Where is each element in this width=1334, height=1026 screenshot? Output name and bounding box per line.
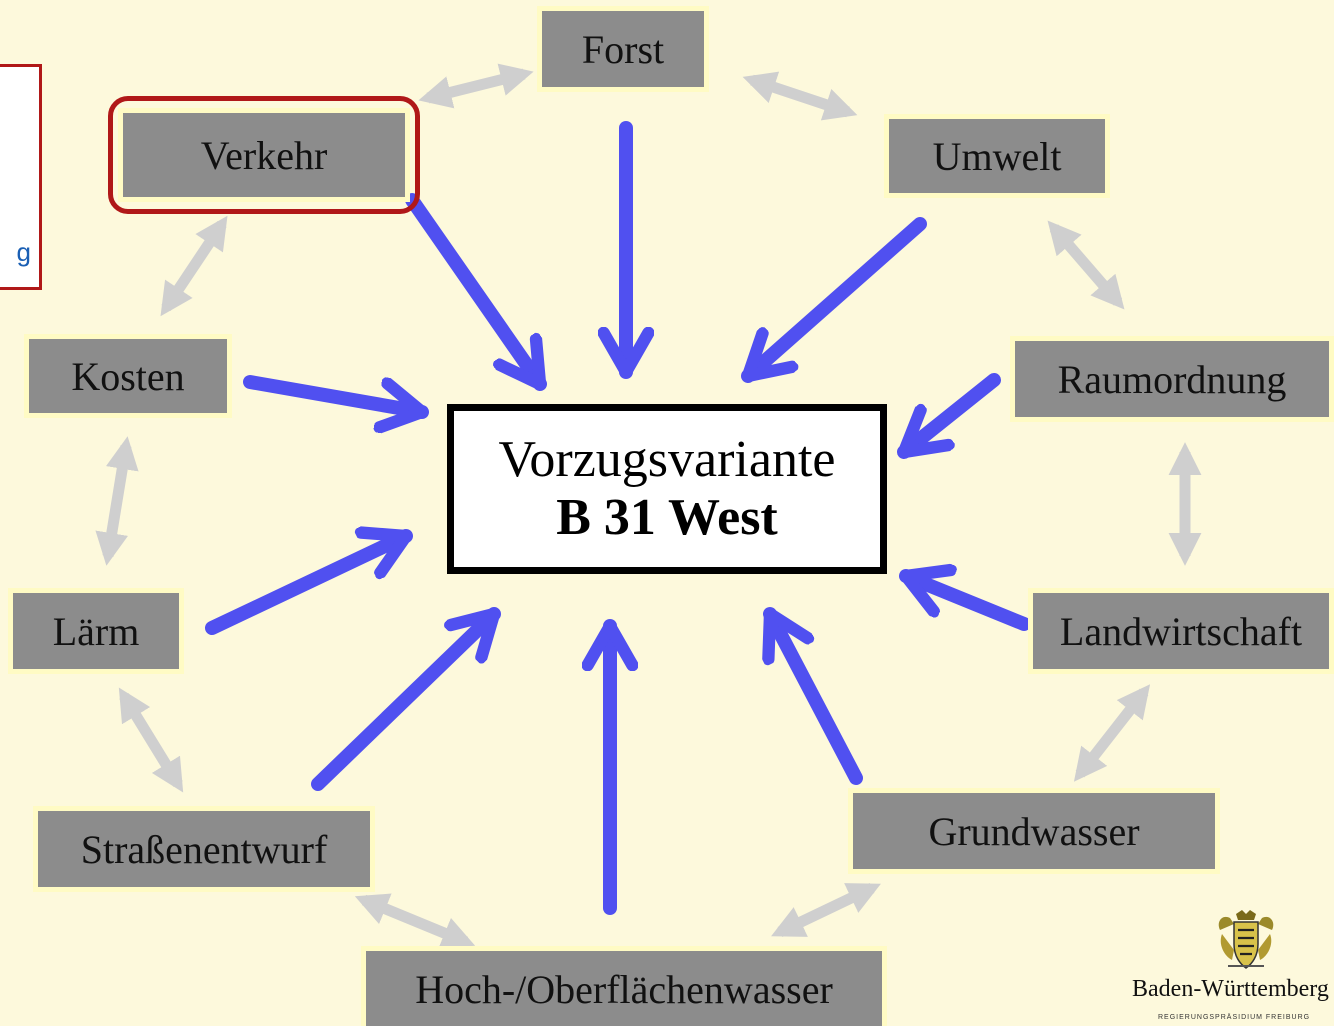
node-umwelt: Umwelt	[884, 114, 1110, 198]
coat-of-arms-icon	[1218, 910, 1274, 969]
arrow-grundwasser-to-center	[770, 607, 863, 785]
node-strassenentwurf: Straßenentwurf	[33, 806, 375, 892]
node-raumordnung: Raumordnung	[1010, 336, 1334, 422]
arrow-kosten-to-center	[243, 375, 429, 412]
link-arrow-kosten-verkehr	[160, 215, 228, 317]
arrow-verkehr-to-center	[405, 193, 547, 391]
arrow-laerm-to-center	[205, 536, 413, 635]
link-arrow-hochwasser-strassenentwurf	[354, 893, 476, 949]
link-arrow-strassenentwurf-laerm	[118, 687, 184, 793]
center-subtitle: B 31 West	[556, 489, 778, 546]
link-arrow-forst-umwelt	[742, 71, 858, 121]
arrow-strassenentwurf-to-center	[311, 607, 501, 791]
panel-link[interactable]: g	[16, 237, 31, 267]
node-landwirtschaft: Landwirtschaft	[1028, 588, 1334, 674]
node-kosten: Kosten	[24, 334, 232, 418]
center-node: Vorzugsvariante B 31 West	[447, 404, 887, 574]
node-grundwasser: Grundwasser	[848, 788, 1220, 874]
link-arrow-grundwasser-hochwasser	[771, 883, 881, 937]
bw-logo-subtitle: REGIERUNGSPRÄSIDIUM FREIBURG	[1158, 1014, 1311, 1021]
verkehr-highlight-frame	[108, 96, 420, 214]
link-arrow-verkehr-forst	[418, 63, 534, 109]
node-hochwasser: Hoch-/Oberflächenwasser	[361, 946, 887, 1026]
node-laerm: Lärm	[8, 588, 184, 674]
node-verkehr: Verkehr	[118, 108, 410, 202]
link-arrow-laerm-kosten	[95, 436, 139, 566]
bw-logo: Baden-Württemberg REGIERUNGSPRÄSIDIUM FR…	[1122, 910, 1334, 1026]
node-forst: Forst	[537, 6, 709, 92]
arrow-umwelt-to-center	[741, 217, 927, 383]
arrow-raumordnung-to-center	[897, 373, 1001, 459]
arrow-landwirtschaft-to-center	[899, 576, 1031, 631]
link-arrow-landwirtschaft-grundwasser	[1073, 684, 1151, 782]
bw-logo-name: Baden-Württemberg	[1132, 976, 1329, 1002]
center-title: Vorzugsvariante	[498, 431, 836, 488]
side-panel: g	[0, 64, 42, 290]
link-arrow-umwelt-raumordnung	[1047, 220, 1125, 310]
